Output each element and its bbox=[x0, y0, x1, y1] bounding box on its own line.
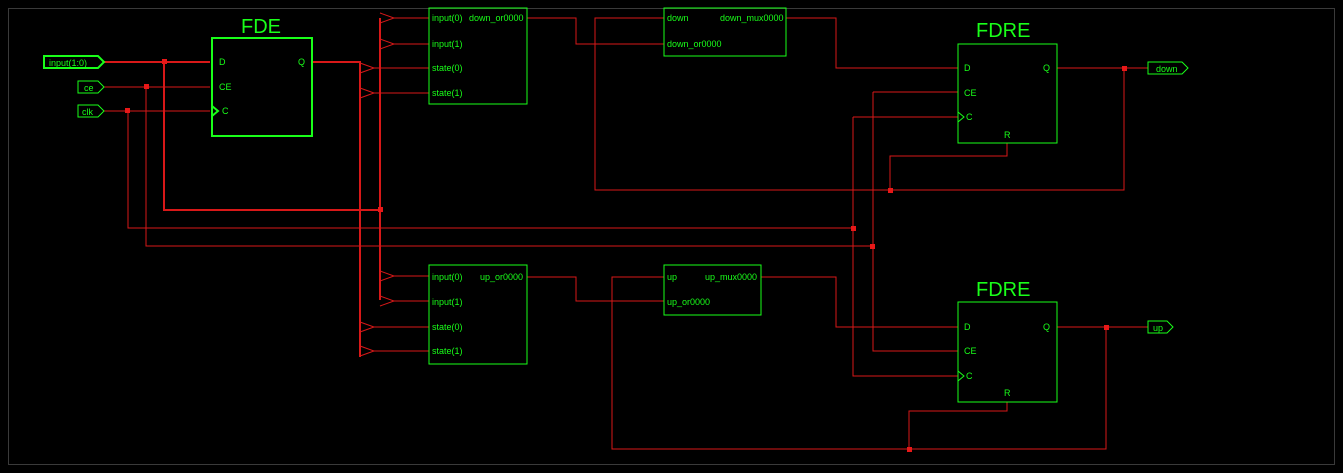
clk-dist-wire bbox=[852, 116, 958, 377]
input-port-input[interactable]: input(1:0) bbox=[43, 55, 106, 69]
bus-rippers bbox=[359, 12, 396, 357]
down-mux-out-wire bbox=[786, 17, 958, 69]
up-mux-pin-b: up_or0000 bbox=[667, 297, 710, 307]
up-or-pin-in0: input(0) bbox=[432, 272, 463, 282]
fdre-down-title: FDRE bbox=[976, 20, 1030, 42]
junction-dot bbox=[378, 207, 383, 212]
clk-port-label: clk bbox=[82, 107, 93, 117]
up-or-pin-st0: state(0) bbox=[432, 322, 463, 332]
up-mux-pin-out: up_mux0000 bbox=[705, 272, 757, 282]
up-mux[interactable]: up up_or0000 up_mux0000 bbox=[663, 264, 762, 316]
wires bbox=[104, 17, 1148, 450]
down-or-pin-in1: input(1) bbox=[432, 39, 463, 49]
fdre-down-pin-c: C bbox=[966, 112, 973, 122]
up-or-gate[interactable]: input(0) input(1) state(0) state(1) up_o… bbox=[428, 264, 528, 365]
fde-pin-ce: CE bbox=[219, 82, 232, 92]
input-port-label: input(1:0) bbox=[49, 58, 87, 68]
junction-dot bbox=[1104, 325, 1109, 330]
junction-dot bbox=[162, 59, 167, 64]
output-port-up[interactable]: up bbox=[1147, 320, 1174, 334]
down-or-out-wire bbox=[527, 17, 664, 45]
sheet-border bbox=[8, 8, 1335, 465]
fdre-up-pin-d: D bbox=[964, 322, 971, 332]
down-or-pin-st0: state(0) bbox=[432, 63, 463, 73]
fdre-up-pin-c: C bbox=[966, 371, 973, 381]
down-mux-pin-a: down bbox=[667, 13, 689, 23]
up-mux-out-wire bbox=[761, 276, 958, 328]
fde-pin-c: C bbox=[222, 106, 229, 116]
junction-dot bbox=[907, 447, 912, 452]
fde-title: FDE bbox=[241, 16, 281, 38]
fde-flipflop[interactable]: FDE D CE C Q bbox=[211, 16, 313, 137]
down-or-pin-st1: state(1) bbox=[432, 88, 463, 98]
down-mux-pin-b: down_or0000 bbox=[667, 39, 722, 49]
junction-dot bbox=[144, 84, 149, 89]
up-port-label: up bbox=[1153, 323, 1163, 333]
fdre-up-pin-r: R bbox=[1004, 388, 1011, 398]
up-mux-pin-a: up bbox=[667, 272, 677, 282]
junction-dot bbox=[870, 244, 875, 249]
input-port-ce[interactable]: ce bbox=[77, 80, 105, 94]
junction-dot bbox=[1122, 66, 1127, 71]
down-port-label: down bbox=[1156, 64, 1178, 74]
fdre-down-flipflop[interactable]: FDRE D CE C Q R bbox=[957, 20, 1058, 144]
down-mux[interactable]: down down_or0000 down_mux0000 bbox=[663, 7, 787, 57]
fdre-up-pin-ce: CE bbox=[964, 346, 977, 356]
output-port-down[interactable]: down bbox=[1147, 61, 1189, 75]
down-reset-wire bbox=[889, 143, 1008, 190]
down-or-pin-in0: input(0) bbox=[432, 13, 463, 23]
clk-wire bbox=[104, 110, 853, 229]
down-or-pin-out: down_or0000 bbox=[469, 13, 524, 23]
fdre-up-pin-q: Q bbox=[1043, 322, 1050, 332]
up-or-out-wire bbox=[527, 276, 664, 302]
down-or-in-wires bbox=[374, 17, 429, 94]
ce-port-label: ce bbox=[84, 83, 94, 93]
up-or-pin-in1: input(1) bbox=[432, 297, 463, 307]
input-port-clk[interactable]: clk bbox=[77, 104, 105, 118]
junction-dot bbox=[851, 226, 856, 231]
fdre-up-title: FDRE bbox=[976, 279, 1030, 301]
down-or-gate[interactable]: input(0) input(1) state(0) state(1) down… bbox=[428, 7, 528, 105]
fde-pin-d: D bbox=[219, 57, 226, 67]
fdre-down-pin-d: D bbox=[964, 63, 971, 73]
ce-wire bbox=[104, 86, 873, 247]
down-feedback-wire bbox=[594, 17, 1125, 191]
fdre-up-flipflop[interactable]: FDRE D CE C Q R bbox=[957, 279, 1058, 403]
fdre-down-pin-r: R bbox=[1004, 130, 1011, 140]
up-or-pin-out: up_or0000 bbox=[480, 272, 523, 282]
fde-pin-q: Q bbox=[298, 57, 305, 67]
junction-dot bbox=[888, 188, 893, 193]
state-bus bbox=[312, 61, 361, 357]
up-feedback-wire bbox=[611, 276, 1107, 450]
fdre-down-pin-q: Q bbox=[1043, 63, 1050, 73]
down-mux-pin-out: down_mux0000 bbox=[720, 13, 784, 23]
up-reset-wire bbox=[908, 402, 1008, 449]
junctions bbox=[125, 59, 1127, 452]
fdre-down-pin-ce: CE bbox=[964, 88, 977, 98]
junction-dot bbox=[125, 108, 130, 113]
up-or-in-wires bbox=[374, 275, 429, 352]
up-or-pin-st1: state(1) bbox=[432, 346, 463, 356]
ce-dist-wire bbox=[872, 91, 958, 352]
